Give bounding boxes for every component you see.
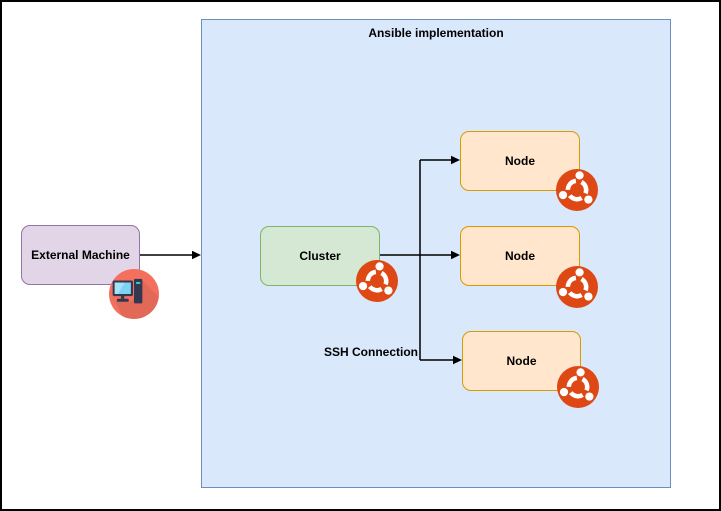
ubuntu-logo-icon: [356, 260, 398, 302]
ubuntu-logo-icon: [556, 169, 598, 211]
cluster-label: Cluster: [299, 249, 341, 263]
container-title: Ansible implementation: [368, 26, 504, 40]
external-machine-label: External Machine: [31, 248, 130, 262]
ubuntu-logo-icon: [557, 366, 599, 408]
computer-icon: [109, 269, 159, 319]
ssh-connection-label: SSH Connection: [323, 345, 418, 359]
node-3-label: Node: [506, 354, 537, 368]
node-2-label: Node: [505, 249, 535, 263]
ubuntu-logo-icon: [556, 266, 598, 308]
node-1-label: Node: [505, 154, 535, 168]
node-box-1: Node: [460, 131, 580, 191]
external-to-container-arrow: [140, 250, 201, 260]
